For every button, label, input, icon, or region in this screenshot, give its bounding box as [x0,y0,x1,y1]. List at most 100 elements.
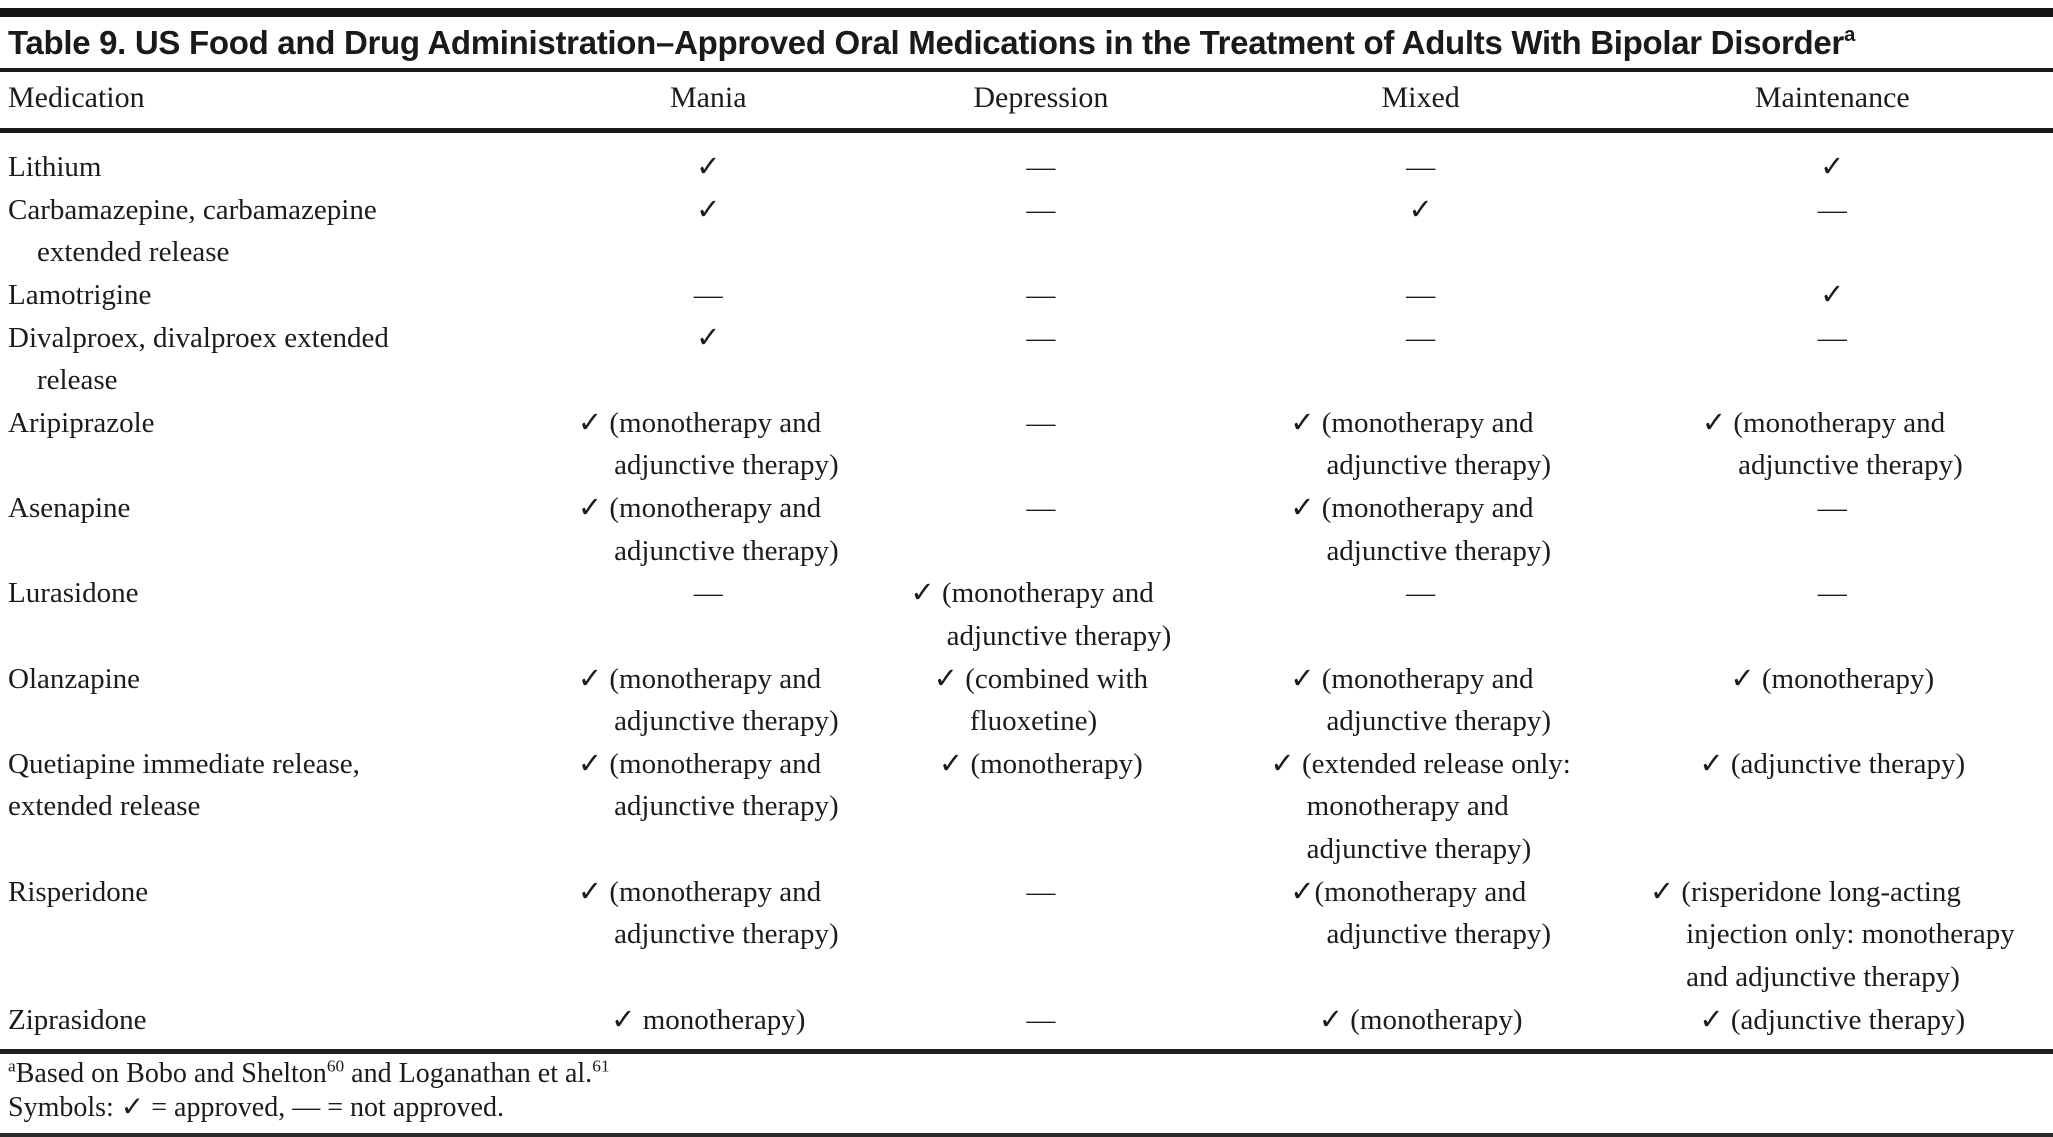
cell-value: ✓ (monotherapy and adjunctive therapy) [577,662,839,738]
depression-cell: — [852,189,1230,274]
cell-value: ✓ monotherapy) [611,1003,806,1036]
table-row-ziprasidone: Ziprasidone ✓ monotherapy) — ✓ (monother… [0,999,2053,1050]
mixed-cell: — [1230,572,1612,657]
depression-cell: — [852,317,1230,402]
cell-value: ✓ [696,151,721,183]
mania-cell: ✓ (monotherapy and adjunctive therapy) [565,487,852,572]
cell-value: ✓ [696,193,721,226]
cell-value: ✓ (monotherapy and adjunctive therapy) [910,577,1172,652]
table-header: Medication Mania Depression Mixed Mainte… [0,72,2053,133]
table-row-aripiprazole: Aripiprazole ✓ (monotherapy and adjuncti… [0,402,2053,487]
medication-name: Risperidone [8,875,149,908]
mixed-cell: ✓ (monotherapy and adjunctive therapy) [1230,487,1612,572]
cell-value: ✓ (monotherapy and adjunctive therapy) [577,875,839,951]
cell-value: ✓ (combined with fluoxetine) [933,662,1149,738]
depression-cell: ✓ (combined with fluoxetine) [852,658,1230,743]
footnote-a-text-2: and Loganathan et al. [344,1058,593,1090]
depression-cell: ✓ (monotherapy and adjunctive therapy) [852,572,1230,657]
depression-cell: ✓ (monotherapy) [852,743,1230,871]
medication-name: Lurasidone [8,577,139,610]
mania-cell: ✓ [565,189,852,274]
medication-name: Quetiapine immediate release, extended r… [8,747,360,823]
footnote-a-marker: a [8,1056,16,1076]
cell-value: ✓ (monotherapy and adjunctive therapy) [577,747,839,823]
medication-name: Aripiprazole [8,406,155,439]
maintenance-cell: ✓ (risperidone long-acting injection onl… [1612,871,2053,999]
mixed-cell: — [1230,317,1612,402]
cell-value: ✓ (monotherapy and adjunctive therapy) [1290,662,1552,738]
mixed-cell: — [1230,131,1612,189]
maintenance-cell: ✓ [1612,274,2053,317]
cell-value: ✓ [1820,151,1845,183]
table-row-quetiapine: Quetiapine immediate release, extended r… [0,743,2053,871]
table-footnotes: aBased on Bobo and Shelton60 and Loganat… [0,1049,2053,1137]
mixed-cell: ✓(monotherapy and adjunctive therapy) [1230,871,1612,999]
medication-name: Divalproex, divalproex extended release [8,321,389,397]
table-title-text: Table 9. US Food and Drug Administration… [8,24,1844,61]
cell-value: — [1406,577,1436,610]
depression-cell: — [852,871,1230,999]
table-row-olanzapine: Olanzapine ✓ (monotherapy and adjunctive… [0,658,2053,743]
depression-cell: — [852,487,1230,572]
cell-value: ✓ (monotherapy and adjunctive therapy) [1290,492,1552,567]
top-rule [0,8,2053,17]
cell-value: ✓ (monotherapy and adjunctive therapy) [577,406,839,482]
cell-value: ✓ (adjunctive therapy) [1699,1003,1966,1036]
cell-value: — [1026,406,1056,439]
cell-value: — [1026,321,1056,354]
column-header-mania: Mania [564,72,852,133]
cell-value: ✓ [1820,278,1845,311]
medications-table: Medication Mania Depression Mixed Mainte… [0,72,2053,1049]
header-row: Medication Mania Depression Mixed Mainte… [0,72,2053,133]
depression-cell: — [852,274,1230,317]
footnote-reference-61: 61 [592,1056,610,1076]
mixed-cell: ✓ (monotherapy and adjunctive therapy) [1230,402,1612,487]
cell-value: ✓ (monotherapy and adjunctive therapy) [1290,406,1552,482]
cell-value: ✓ (extended release only: monotherapy an… [1270,747,1571,865]
maintenance-cell: ✓ (monotherapy and adjunctive therapy) [1612,402,2053,487]
depression-cell: — [852,999,1230,1050]
maintenance-cell: — [1612,317,2053,402]
mixed-cell: ✓ (extended release only: monotherapy an… [1230,743,1612,871]
cell-value: — [1817,492,1847,524]
maintenance-cell: ✓ (monotherapy) [1612,658,2053,743]
mania-cell: — [565,274,852,317]
table-row-carbamazepine: Carbamazepine, carbamazepine extended re… [0,189,2053,274]
cell-value: — [1406,321,1436,354]
medication-name: Ziprasidone [8,1003,147,1036]
maintenance-cell: — [1612,487,2053,572]
cell-value: — [1026,151,1056,183]
mania-cell: ✓ monotherapy) [565,999,852,1050]
cell-value: ✓(monotherapy and adjunctive therapy) [1290,875,1552,951]
table-row-lurasidone: Lurasidone — ✓ (monotherapy and adjuncti… [0,572,2053,657]
cell-value: — [1026,193,1056,226]
footnote-reference-60: 60 [326,1056,345,1076]
cell-value: ✓ (adjunctive therapy) [1699,747,1966,780]
maintenance-cell: — [1612,572,2053,657]
mixed-cell: ✓ (monotherapy) [1230,999,1612,1050]
cell-value: ✓ (monotherapy and adjunctive therapy) [1701,406,1963,482]
column-header-mixed: Mixed [1229,72,1612,133]
mania-cell: ✓ [565,317,852,402]
table-row-lithium: Lithium ✓ — — ✓ [0,131,2053,189]
table-title-superscript: a [1843,22,1856,46]
table-title: Table 9. US Food and Drug Administration… [0,17,2053,72]
table-row-risperidone: Risperidone ✓ (monotherapy and adjunctiv… [0,871,2053,999]
cell-value: ✓ (monotherapy) [1730,662,1935,695]
footnote-a: aBased on Bobo and Shelton60 and Loganat… [8,1057,2045,1091]
cell-value: — [1406,151,1436,183]
footnote-symbols: Symbols: ✓ = approved, — = not approved. [8,1091,504,1123]
table-body: Lithium ✓ — — ✓ Carbamazepine, carbamaze… [0,131,2053,1050]
cell-value: ✓ (risperidone long-acting injection onl… [1649,875,2015,993]
column-header-maintenance: Maintenance [1611,72,2053,133]
mania-cell: ✓ [565,131,852,189]
medication-name: Olanzapine [8,662,141,695]
cell-value: ✓ (monotherapy) [938,747,1143,780]
mania-cell: ✓ (monotherapy and adjunctive therapy) [565,658,852,743]
cell-value: — [1026,278,1056,311]
maintenance-cell: ✓ [1612,131,2053,189]
column-header-depression: Depression [851,72,1230,133]
cell-value: — [1817,577,1847,610]
cell-value: — [1026,1003,1056,1036]
